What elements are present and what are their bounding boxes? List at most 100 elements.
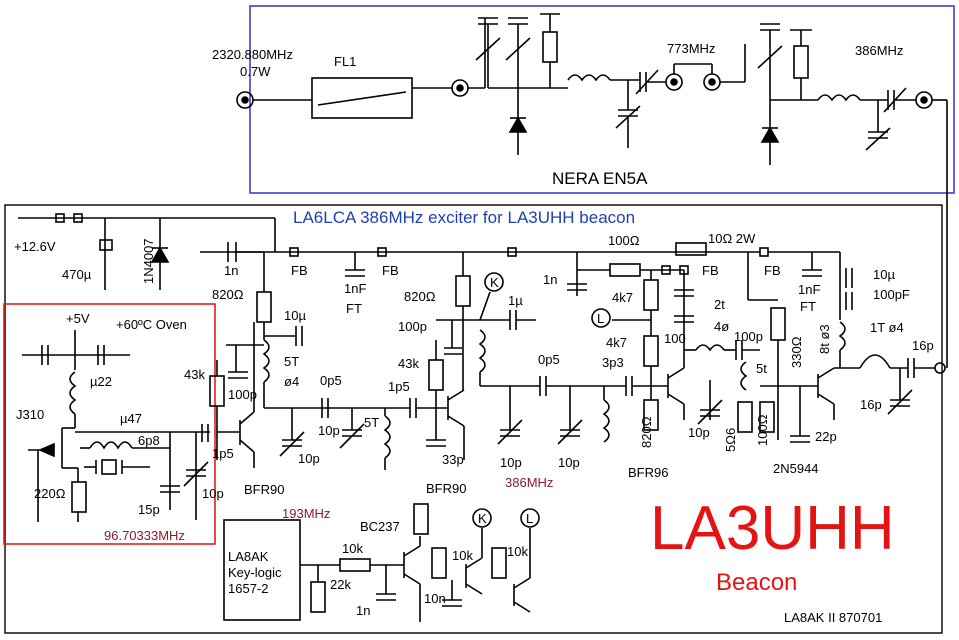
- inductor-u22-label: µ22: [90, 374, 112, 389]
- coil-8t-label: 8t ø3: [817, 324, 832, 354]
- cap-33p-label: 33p: [442, 452, 464, 467]
- resistor-43k-b-label: 43k: [398, 356, 419, 371]
- cap-1p5-b-label: 1p5: [388, 379, 410, 394]
- coil-1t-label: 1T ø4: [870, 320, 904, 335]
- ferrite-bead-3-label: FB: [702, 263, 719, 278]
- cap-10u-b-label: 10µ: [873, 267, 895, 282]
- cap-1n-b-label: 1n: [543, 272, 558, 287]
- k-label-b: K: [478, 511, 487, 526]
- cap-1n-a-label: 1n: [224, 263, 239, 278]
- credit-label: LA8AK II 870701: [784, 610, 883, 625]
- cap-100p-a-label: 100p: [228, 387, 257, 402]
- beacon-label: Beacon: [716, 569, 798, 596]
- k-point-a: [484, 272, 504, 292]
- resistor-10k-a-label: 10k: [342, 541, 363, 556]
- coil-dia-4-b-label: 4ø: [714, 319, 730, 334]
- freq-193-label: 193MHz: [282, 506, 331, 521]
- cap-100p-b-label: 100p: [398, 319, 427, 334]
- fl1-filter: [311, 77, 413, 119]
- resistor-4k7-a-label: 4k7: [612, 290, 633, 305]
- cap-10p-c-label: 10p: [500, 455, 522, 470]
- key-logic-line-2: Key-logic: [228, 565, 282, 580]
- exciter-frame: [4, 204, 943, 634]
- l-point-a: [591, 308, 611, 328]
- ferrite-bead-1-label: FB: [291, 263, 308, 278]
- crystal-frequency-label: 96.70333MHz: [104, 528, 185, 543]
- input-power-label: 0.7W: [240, 64, 271, 79]
- resistor-220-label: 220Ω: [34, 486, 66, 501]
- cap-10p-b-label: 10p: [318, 423, 340, 438]
- cap-10p-e-label: 10p: [688, 425, 710, 440]
- cap-100-c-label: 100: [664, 331, 686, 346]
- resistor-10k-c-label: 10k: [507, 544, 528, 559]
- j310-label: J310: [16, 407, 45, 422]
- cap-10u-a-label: 10µ: [284, 308, 306, 323]
- exciter-title: LA6LCA 386MHz exciter for LA3UHH beacon: [293, 208, 636, 227]
- cap-22p-label: 22p: [815, 429, 837, 444]
- coil-dia-4-a-label: ø4: [284, 374, 300, 389]
- coil-5t-c-label: 5t: [756, 361, 767, 376]
- ft-a-label: FT: [346, 301, 362, 316]
- cap-10p-osc-label: 10p: [202, 486, 224, 501]
- cap-1nf-ft-b-label: 1nF: [798, 282, 821, 297]
- l-point-b: [520, 508, 540, 528]
- cap-1p5-a-label: 1p5: [212, 446, 234, 461]
- cap-1u-label: 1µ: [508, 293, 523, 308]
- cap-10p-a-label: 10p: [298, 451, 320, 466]
- ferrite-bead-2-label: FB: [382, 263, 399, 278]
- key-logic-box: [223, 519, 301, 621]
- resistor-10-2w-label: 10Ω 2W: [708, 231, 756, 246]
- coil-2t-label: 2t: [714, 297, 725, 312]
- resistor-330-label: 330Ω: [789, 336, 804, 368]
- resistor-100-label: 100Ω: [608, 233, 640, 248]
- cap-0p5-a-label: 0p5: [320, 373, 342, 388]
- resistor-5o6-label: 5Ω6: [723, 427, 738, 452]
- 2n5944-label: 2N5944: [773, 461, 819, 476]
- resistor-820-c-label: 820Ω: [639, 416, 654, 448]
- nera-frame: [249, 5, 955, 194]
- coil-5t-a-label: 5T: [284, 354, 300, 369]
- freq-773-label: 773MHz: [667, 41, 716, 56]
- resistor-820-b-label: 820Ω: [404, 289, 436, 304]
- cap-470u-label: 470µ: [62, 267, 92, 282]
- supply-voltage-label: +12.6V: [14, 239, 56, 254]
- ft-b-label: FT: [800, 299, 816, 314]
- freq-386-mid-label: 386MHz: [505, 475, 554, 490]
- bfr96-label: BFR96: [628, 465, 669, 480]
- fl1-label: FL1: [334, 54, 357, 69]
- cap-0p5-b-label: 0p5: [538, 352, 560, 367]
- cap-10n-label: 10n: [424, 591, 446, 606]
- k-point-b: [472, 508, 492, 528]
- input-frequency-label: 2320.880MHz: [212, 47, 293, 62]
- diode-1n4007-label: 1N4007: [141, 238, 156, 284]
- l-label-b: L: [526, 511, 534, 526]
- coil-5t-b-label: 5T: [364, 415, 380, 430]
- resistor-22k-label: 22k: [330, 577, 351, 592]
- cap-100pf-label: 100pF: [873, 287, 910, 302]
- cap-6p8-label: 6p8: [138, 433, 160, 448]
- bfr90-b-label: BFR90: [426, 481, 467, 496]
- resistor-100-b-label: 100Ω: [755, 414, 770, 446]
- key-logic-line-3: 1657-2: [228, 581, 269, 596]
- cap-1nf-ft-a-label: 1nF: [344, 281, 367, 296]
- oven-temperature-label: +60ºC Oven: [116, 317, 187, 332]
- cap-100p-c-label: 100p: [734, 329, 763, 344]
- bfr90-a-label: BFR90: [244, 482, 285, 497]
- bc237-label: BC237: [360, 519, 400, 534]
- freq-386-output-label: 386MHz: [855, 43, 904, 58]
- resistor-10k-b-label: 10k: [452, 548, 473, 563]
- inductor-u47-label: µ47: [120, 411, 142, 426]
- cap-3p3-label: 3p3: [602, 355, 624, 370]
- callsign-la3uhh: LA3UHH: [650, 494, 895, 563]
- cap-16p-b-label: 16p: [860, 397, 882, 412]
- cap-16p-a-label: 16p: [912, 338, 934, 353]
- plus-5v-label: +5V: [66, 311, 90, 326]
- l-label-a: L: [597, 311, 605, 326]
- k-label-a: K: [490, 275, 499, 290]
- ferrite-bead-4-label: FB: [764, 263, 781, 278]
- key-logic-line-1: LA8AK: [228, 549, 269, 564]
- cap-1n-c-label: 1n: [356, 603, 371, 618]
- resistor-820-a-label: 820Ω: [212, 287, 244, 302]
